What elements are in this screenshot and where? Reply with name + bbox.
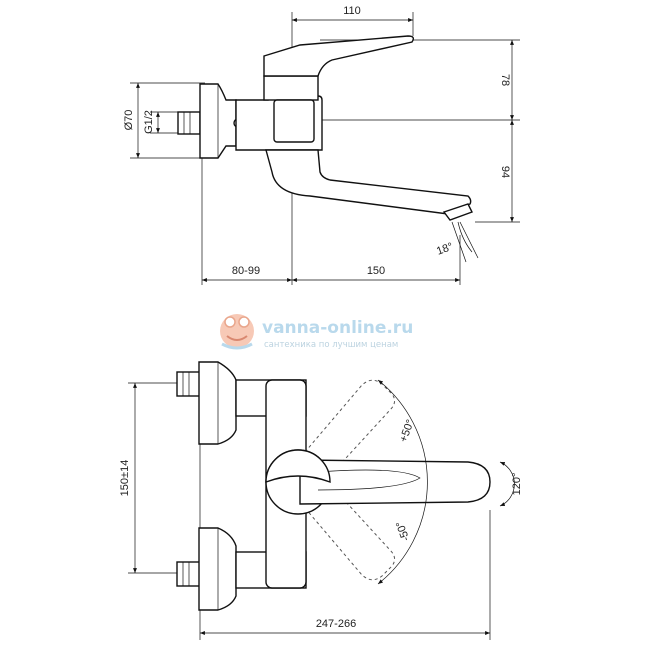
angle-arc-18 xyxy=(457,221,473,253)
watermark-site: vanna-online.ru xyxy=(262,318,413,338)
lever-base xyxy=(263,75,319,101)
label-150-14: 150±14 xyxy=(119,460,131,497)
watermark-tagline: сантехника по лучшим ценам xyxy=(264,340,398,350)
label-94: 94 xyxy=(499,166,511,178)
handle-position-up xyxy=(304,379,396,471)
front-handle-lever xyxy=(299,459,491,505)
front-view: 150±14 247-266 +50° -50° 120° xyxy=(119,361,523,640)
swing-arc xyxy=(377,379,428,585)
side-handle-lever xyxy=(263,35,415,77)
handle-position-down xyxy=(304,489,396,581)
label-110: 110 xyxy=(343,5,361,17)
label-78: 78 xyxy=(499,74,511,86)
top-flange xyxy=(198,361,237,445)
rotation-arc xyxy=(499,461,515,507)
thread-connector xyxy=(177,111,201,135)
label-80-99: 80-99 xyxy=(232,265,260,277)
hub-cap xyxy=(265,449,331,484)
watermark: vanna-online.ru сантехника по лучшим цен… xyxy=(220,314,413,350)
label-thread: G1/2 xyxy=(143,110,155,134)
aerator xyxy=(442,203,473,221)
spout xyxy=(265,149,472,215)
label-angle-up: +50° xyxy=(398,418,417,444)
label-angle-down: -50° xyxy=(394,519,412,542)
frog-logo-icon xyxy=(220,314,254,350)
label-diameter: Ø70 xyxy=(123,110,135,131)
label-150: 150 xyxy=(367,265,385,277)
label-247-266: 247-266 xyxy=(316,618,356,630)
bottom-flange xyxy=(198,527,237,611)
cartridge-window xyxy=(273,99,315,143)
label-angle-18: 18° xyxy=(435,241,455,258)
label-angle-rotation: 120° xyxy=(511,473,523,496)
side-view: 110 78 94 80-99 150 Ø70 G1/2 18° xyxy=(123,5,520,285)
